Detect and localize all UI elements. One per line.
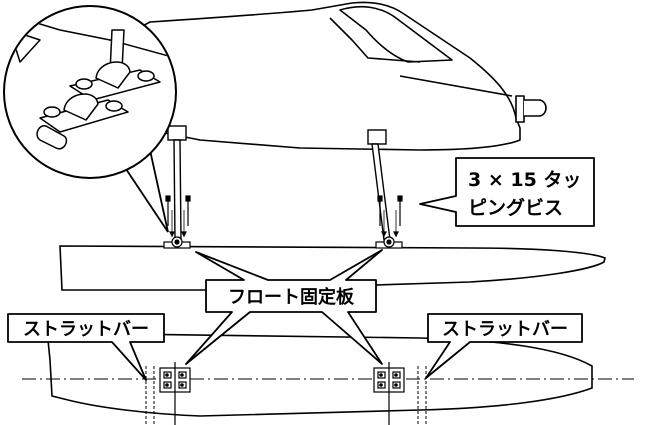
detail-clamp-upper-hump xyxy=(95,61,131,89)
callout-strut-bar-left-label: ストラットバー xyxy=(23,319,149,340)
float-plate-left xyxy=(163,236,191,249)
float-plate-right xyxy=(375,236,403,249)
detail-screw-2 xyxy=(137,70,155,82)
screws xyxy=(165,195,403,238)
top-plate-left xyxy=(159,362,191,425)
float-side-outline xyxy=(59,245,606,291)
nose-cowl xyxy=(515,95,525,123)
detail-clamp-lower-hump xyxy=(63,93,99,121)
callout-strut-bar-right: ストラットバー xyxy=(425,313,583,379)
mount-block-left xyxy=(167,125,187,141)
detail-screw-3 xyxy=(43,106,61,118)
callout-screw-line1: 3 × 15 タッ xyxy=(468,169,581,191)
detail-magnifier xyxy=(3,5,177,233)
callout-float-plate-box xyxy=(185,249,383,365)
screw-pair-right xyxy=(377,195,403,238)
callout-strut-bar-left: ストラットバー xyxy=(7,313,165,381)
mount-block-right xyxy=(367,129,387,145)
panel-line xyxy=(399,75,513,97)
canopy-frame xyxy=(329,17,421,63)
callout-float-plate-label: フロート固定板 xyxy=(228,286,355,308)
callout-screw-box xyxy=(419,157,595,227)
fuselage xyxy=(119,1,547,151)
strut-left xyxy=(173,139,182,241)
detail-screw-1 xyxy=(75,78,93,90)
screw-pair-left xyxy=(165,195,191,238)
float-top xyxy=(22,333,634,425)
float-side xyxy=(59,236,606,291)
callout-strut-bar-left-box xyxy=(7,313,165,381)
callout-float-plate: フロート固定板 xyxy=(185,249,383,365)
fuselage-outline xyxy=(119,1,521,151)
detail-rod xyxy=(36,125,68,150)
strut-right xyxy=(371,143,391,241)
detail-fuselage-edge xyxy=(19,17,175,59)
callout-screw: 3 × 15 タッ ピングビス xyxy=(419,157,595,227)
struts xyxy=(173,139,391,241)
spinner xyxy=(524,99,547,117)
top-plate-right xyxy=(373,362,405,425)
canopy xyxy=(339,5,453,63)
callout-screw-line2: ピングビス xyxy=(468,196,563,219)
callout-strut-bar-right-label: ストラットバー xyxy=(442,319,568,340)
callout-strut-bar-right-box xyxy=(425,313,583,379)
detail-screw-4 xyxy=(105,100,123,112)
